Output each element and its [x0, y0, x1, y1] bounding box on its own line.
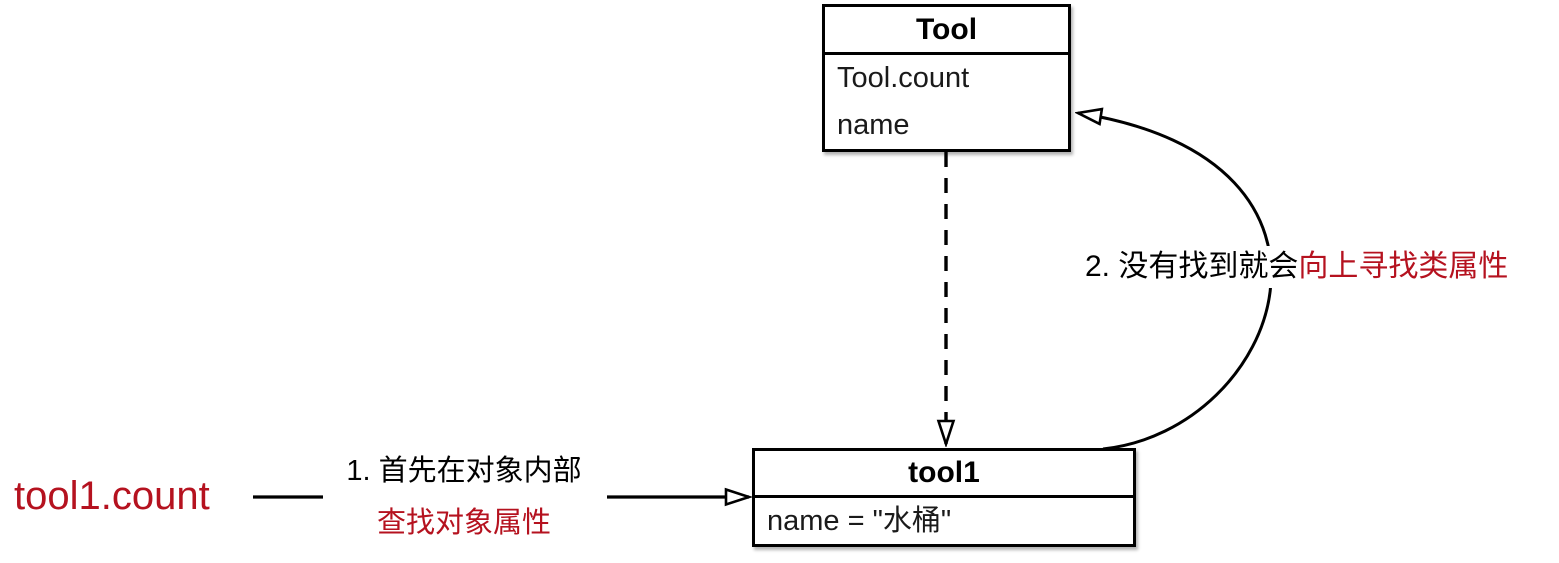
step1-annotation: 1. 首先在对象内部 查找对象属性 [333, 445, 595, 549]
instance-box-title: tool1 [755, 451, 1133, 498]
instance-attribute-name: name = "水桶" [767, 505, 952, 537]
class-attribute-name: name [837, 109, 910, 141]
step1-annotation-black: 1. 首先在对象内部 [346, 455, 582, 487]
class-box-tool: Tool Tool.count name [822, 4, 1071, 152]
instance-box-tool1: tool1 name = "水桶" [752, 448, 1136, 547]
step2-annotation-black: 2. 没有找到就会 [1085, 250, 1299, 283]
step1-annotation-red: 查找对象属性 [376, 507, 551, 539]
expression-label: tool1.count [14, 474, 210, 518]
step2-annotation: 2. 没有找到就会向上寻找类属性 [1080, 246, 1514, 288]
class-attribute-count: Tool.count [837, 62, 970, 94]
class-box-title: Tool [825, 7, 1068, 55]
step2-annotation-red: 向上寻找类属性 [1298, 250, 1509, 283]
